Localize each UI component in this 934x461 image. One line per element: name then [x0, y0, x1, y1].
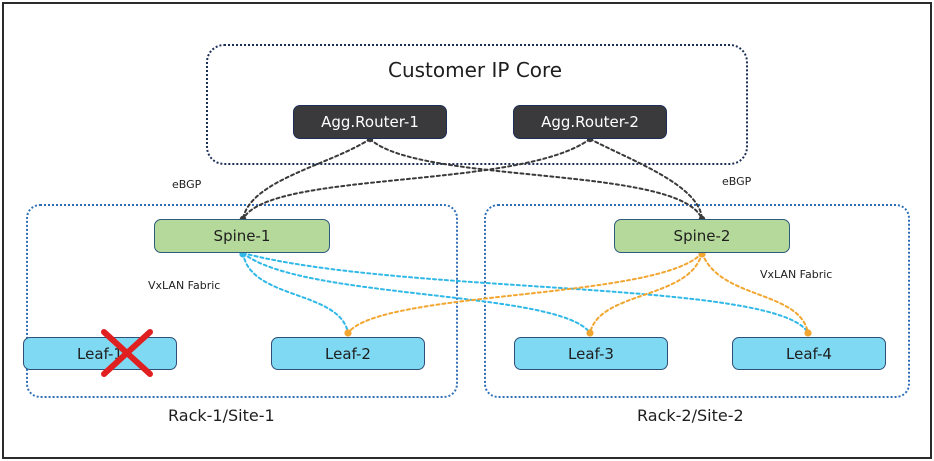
vxlan-fabric-label-right: VxLAN Fabric [760, 268, 833, 281]
failure-x-icon [101, 329, 153, 377]
leaf-1[interactable]: Leaf-1 [23, 337, 177, 370]
leaf-3[interactable]: Leaf-3 [514, 337, 668, 370]
agg-router-2[interactable]: Agg.Router-2 [513, 105, 667, 139]
agg-router-1[interactable]: Agg.Router-1 [293, 105, 447, 139]
ebgp-label-right: eBGP [722, 175, 752, 188]
vxlan-fabric-label-left: VxLAN Fabric [148, 279, 221, 292]
site-1-title: Rack-1/Site-1 [168, 406, 275, 425]
spine-2[interactable]: Spine-2 [614, 219, 790, 253]
core-title: Customer IP Core [388, 58, 563, 82]
site-2-title: Rack-2/Site-2 [637, 406, 744, 425]
spine-1[interactable]: Spine-1 [154, 219, 330, 253]
ebgp-label-left: eBGP [172, 178, 202, 191]
leaf-2[interactable]: Leaf-2 [271, 337, 425, 370]
leaf-4[interactable]: Leaf-4 [732, 337, 886, 370]
